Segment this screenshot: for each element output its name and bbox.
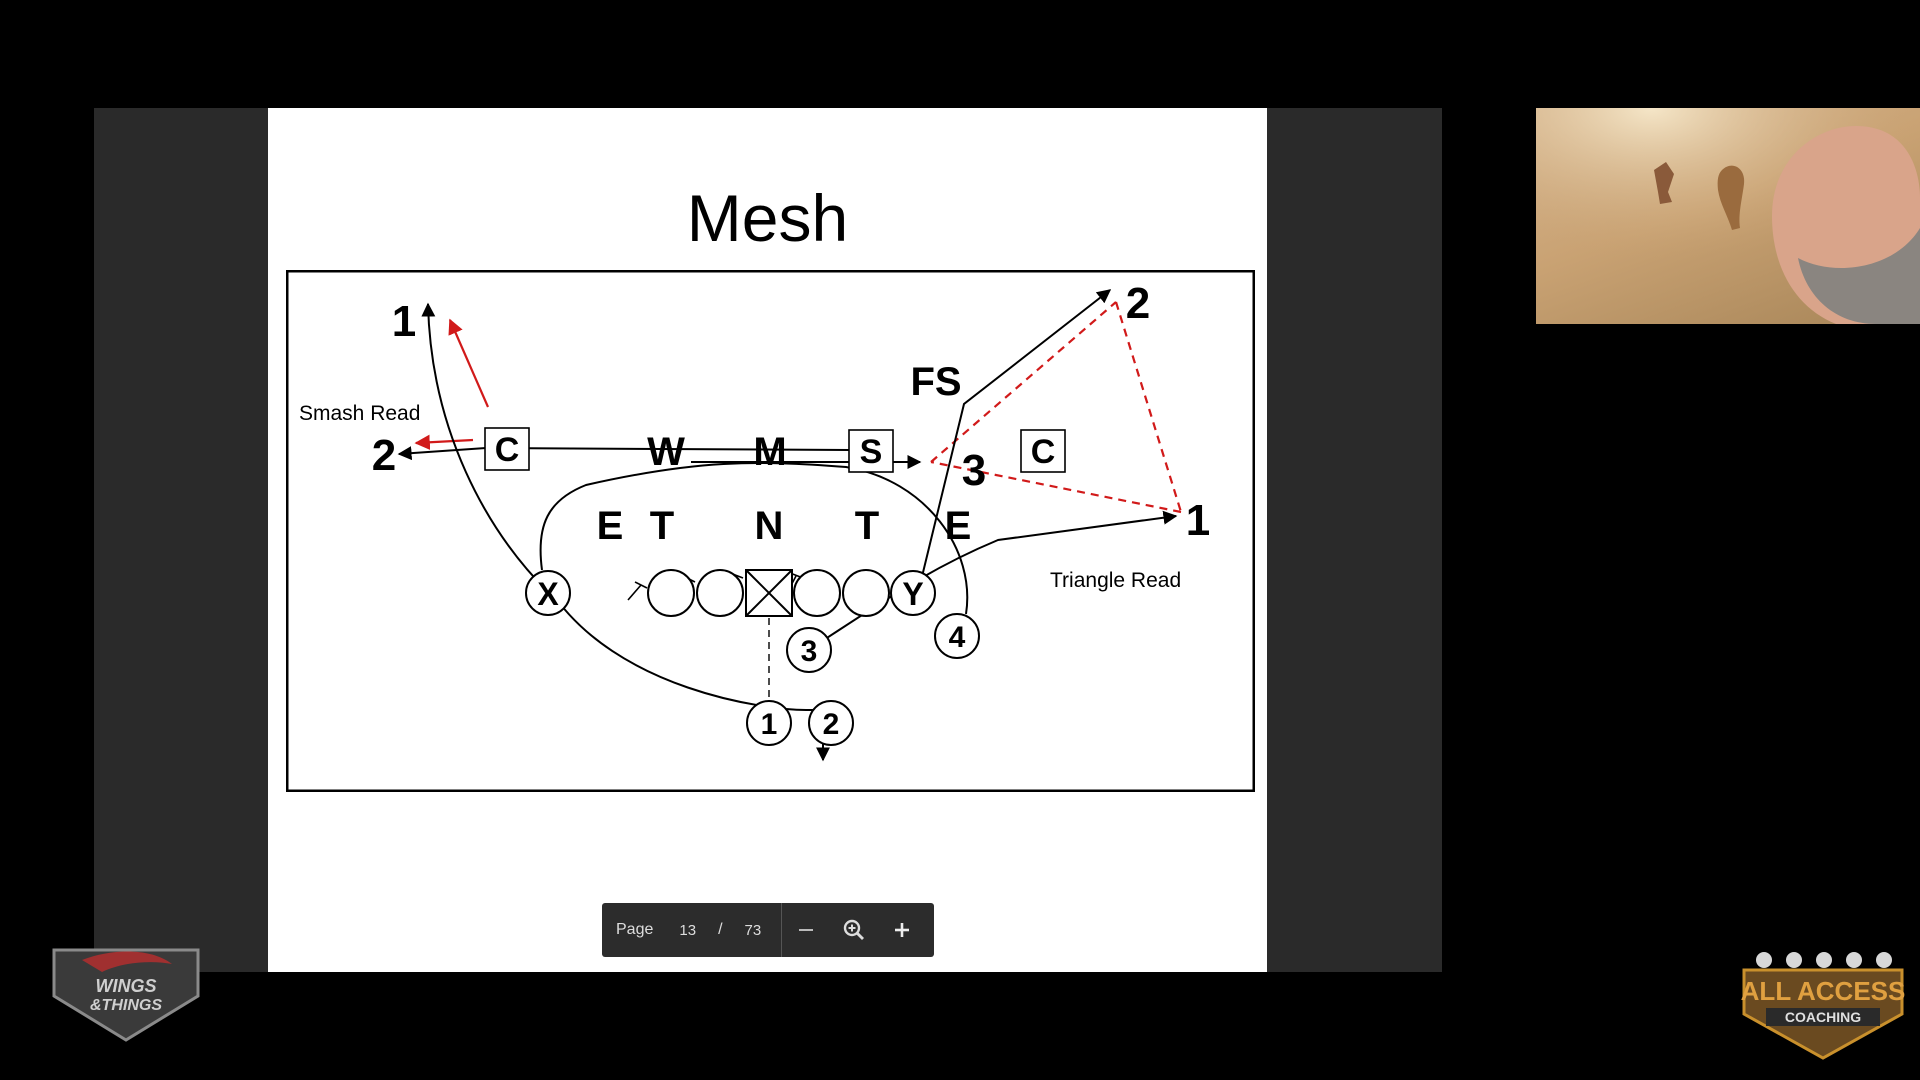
- all-access-coaching-logo: ALL ACCESS COACHING: [1738, 950, 1908, 1062]
- slide-title: Mesh: [686, 181, 849, 255]
- free-safety-label: FS: [910, 360, 961, 404]
- svg-text:COACHING: COACHING: [1785, 1009, 1861, 1025]
- helmet-icon: [1876, 952, 1892, 968]
- play-diagram: X Y 3 4 1 2 C S C W M FS E T N T E 1 2: [286, 270, 1255, 792]
- route-number-left-2: 2: [372, 431, 396, 480]
- dot-icon: [1786, 952, 1802, 968]
- webcam-image: [1536, 108, 1920, 324]
- end-left-label: E: [597, 504, 624, 548]
- page-separator: /: [718, 921, 723, 938]
- boxed-defenders: [484, 427, 1066, 473]
- wings-logo-badge: WINGS &THINGS: [52, 948, 200, 1042]
- tackle-right-label: T: [855, 504, 879, 548]
- safety-label: S: [860, 433, 883, 471]
- total-pages: 73: [744, 921, 762, 939]
- mike-linebacker-label: M: [753, 430, 786, 474]
- route-number-mid-3: 3: [962, 446, 986, 495]
- svg-text:WINGS: WINGS: [96, 976, 157, 996]
- minus-icon: [799, 929, 814, 931]
- play-diagram-svg: X Y 3 4 1 2 C S C W M FS E T N T E 1 2: [286, 270, 1255, 792]
- route-number-left-1: 1: [392, 297, 416, 346]
- magnifier-icon: [844, 919, 865, 940]
- skill-players: [525, 570, 980, 746]
- webcam-feed: [1536, 108, 1920, 324]
- route-number-right-2: 2: [1126, 279, 1150, 328]
- nose-label: N: [755, 504, 784, 548]
- corner-right-label: C: [1031, 433, 1056, 471]
- wings-and-things-logo: WINGS &THINGS: [42, 936, 210, 1048]
- pdf-page: Mesh: [268, 108, 1267, 972]
- route-number-right-1: 1: [1186, 496, 1210, 545]
- back-4-label: 4: [949, 621, 966, 654]
- tackle-left-label: T: [650, 504, 674, 548]
- current-page-input[interactable]: 13: [679, 921, 697, 939]
- end-right-label: E: [945, 504, 972, 548]
- zoom-in-button[interactable]: [878, 903, 926, 957]
- zoom-fit-button[interactable]: [830, 903, 878, 957]
- pdf-toolbar: Page 13 / 73: [602, 903, 934, 957]
- corner-left-label: C: [495, 431, 520, 469]
- back-1-label: 1: [761, 708, 778, 741]
- triangle-read-lines: [930, 301, 1183, 514]
- page-label: Page: [616, 921, 654, 938]
- offensive-line: [647, 569, 890, 617]
- whistle-icon: [1846, 952, 1862, 968]
- smash-read-arrows: [414, 318, 490, 450]
- svg-text:ALL ACCESS: ALL ACCESS: [1741, 976, 1906, 1006]
- back-2-label: 2: [823, 708, 840, 741]
- toolbar-divider: [781, 903, 783, 957]
- y-receiver-label: Y: [902, 576, 923, 612]
- will-linebacker-label: W: [647, 430, 685, 474]
- all-access-badge: ALL ACCESS COACHING: [1741, 968, 1906, 1060]
- plus-icon: [895, 923, 910, 937]
- zoom-out-button[interactable]: [782, 903, 830, 957]
- football-icon: [1816, 952, 1832, 968]
- triangle-read-note: Triangle Read: [1050, 569, 1181, 592]
- back-3-label: 3: [801, 635, 818, 668]
- dot-icon: [1756, 952, 1772, 968]
- x-receiver-label: X: [537, 576, 559, 612]
- svg-text:&THINGS: &THINGS: [90, 997, 162, 1014]
- status-icon-row: [1756, 952, 1892, 968]
- smash-read-note: Smash Read: [299, 402, 420, 425]
